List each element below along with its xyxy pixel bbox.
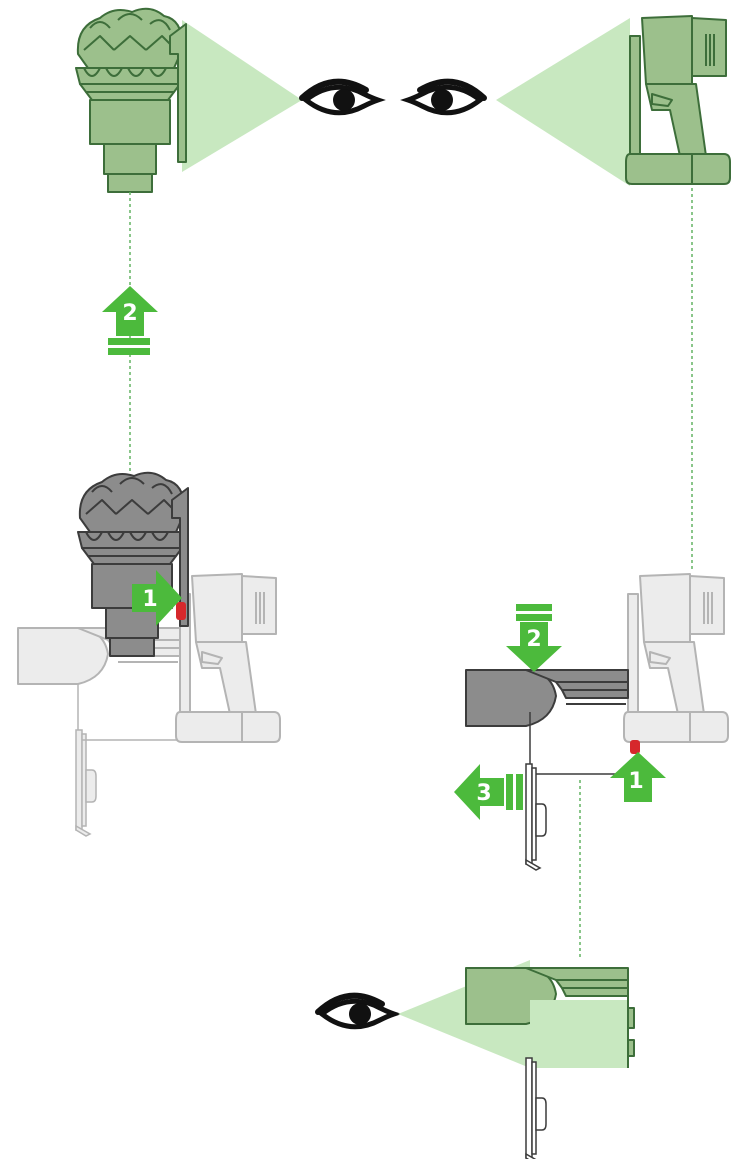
bin-unit-highlighted <box>465 967 635 1068</box>
arrow-left-step-pull: 3 <box>454 764 523 820</box>
handle-unit-highlighted <box>625 15 731 185</box>
step-number-lift: 2 <box>122 301 137 326</box>
handle-unit-faded-right <box>623 573 729 743</box>
eye-icon <box>318 996 394 1027</box>
arrow-up-step-lift: 2 <box>102 286 158 355</box>
handle-unit-faded-left <box>175 573 281 743</box>
bin-unit-dark <box>465 669 629 727</box>
arrow-up-step-catch: 1 <box>610 752 666 802</box>
view-cone-top-right <box>496 18 630 186</box>
door-faded-left <box>75 729 97 837</box>
eye-icon <box>408 82 484 113</box>
view-cone-top-left <box>182 20 302 172</box>
step-number-push: 2 <box>526 627 541 652</box>
step-number-pull: 3 <box>476 781 491 806</box>
door-dark-right <box>525 763 547 871</box>
release-button-red-left <box>176 602 186 620</box>
step-number-catch: 1 <box>628 769 643 794</box>
eye-icon <box>302 82 378 113</box>
cyclone-unit-highlighted <box>75 7 187 193</box>
arrow-down-step-push: 2 <box>506 604 562 672</box>
step-number-press: 1 <box>142 587 157 612</box>
release-catch-red-right <box>630 740 640 754</box>
guide-lines <box>129 188 693 960</box>
arrow-right-step-press: 1 <box>132 570 182 626</box>
door-bottom <box>525 1057 547 1159</box>
